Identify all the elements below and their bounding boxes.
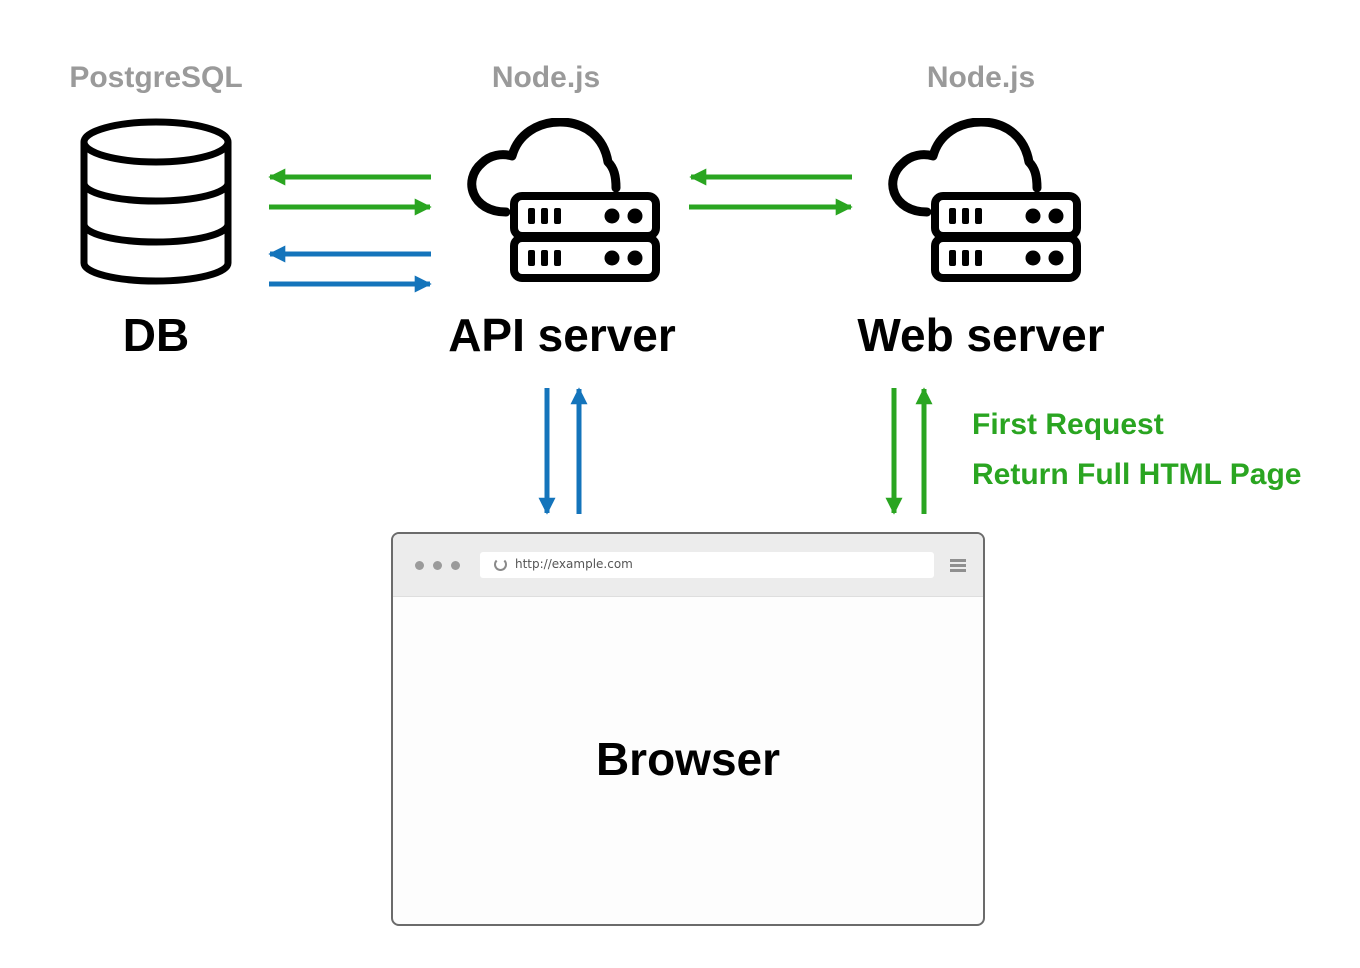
db-label: DB	[122, 309, 190, 361]
api-tech-label: Node.js	[491, 61, 601, 94]
web-server-label: Web server	[857, 309, 1105, 361]
window-dot-close[interactable]	[415, 561, 424, 570]
web-server-icon	[893, 122, 1077, 278]
address-bar[interactable]: http://example.com	[480, 552, 934, 578]
window-dot-maximize[interactable]	[451, 561, 460, 570]
return-page-label: Return Full HTML Page	[972, 458, 1302, 491]
reload-icon[interactable]	[494, 558, 507, 571]
first-request-label: First Request	[972, 408, 1164, 441]
browser-toolbar: http://example.com	[393, 534, 983, 597]
browser-window: http://example.com Browser	[391, 532, 985, 926]
database-icon	[80, 118, 232, 285]
api-server-label: API server	[448, 309, 676, 361]
url-text: http://example.com	[515, 557, 633, 571]
hamburger-menu-icon[interactable]	[950, 559, 966, 572]
browser-label: Browser	[595, 733, 781, 785]
api-server-icon	[472, 122, 656, 278]
db-tech-label: PostgreSQL	[69, 61, 243, 94]
window-dot-minimize[interactable]	[433, 561, 442, 570]
web-tech-label: Node.js	[926, 61, 1036, 94]
